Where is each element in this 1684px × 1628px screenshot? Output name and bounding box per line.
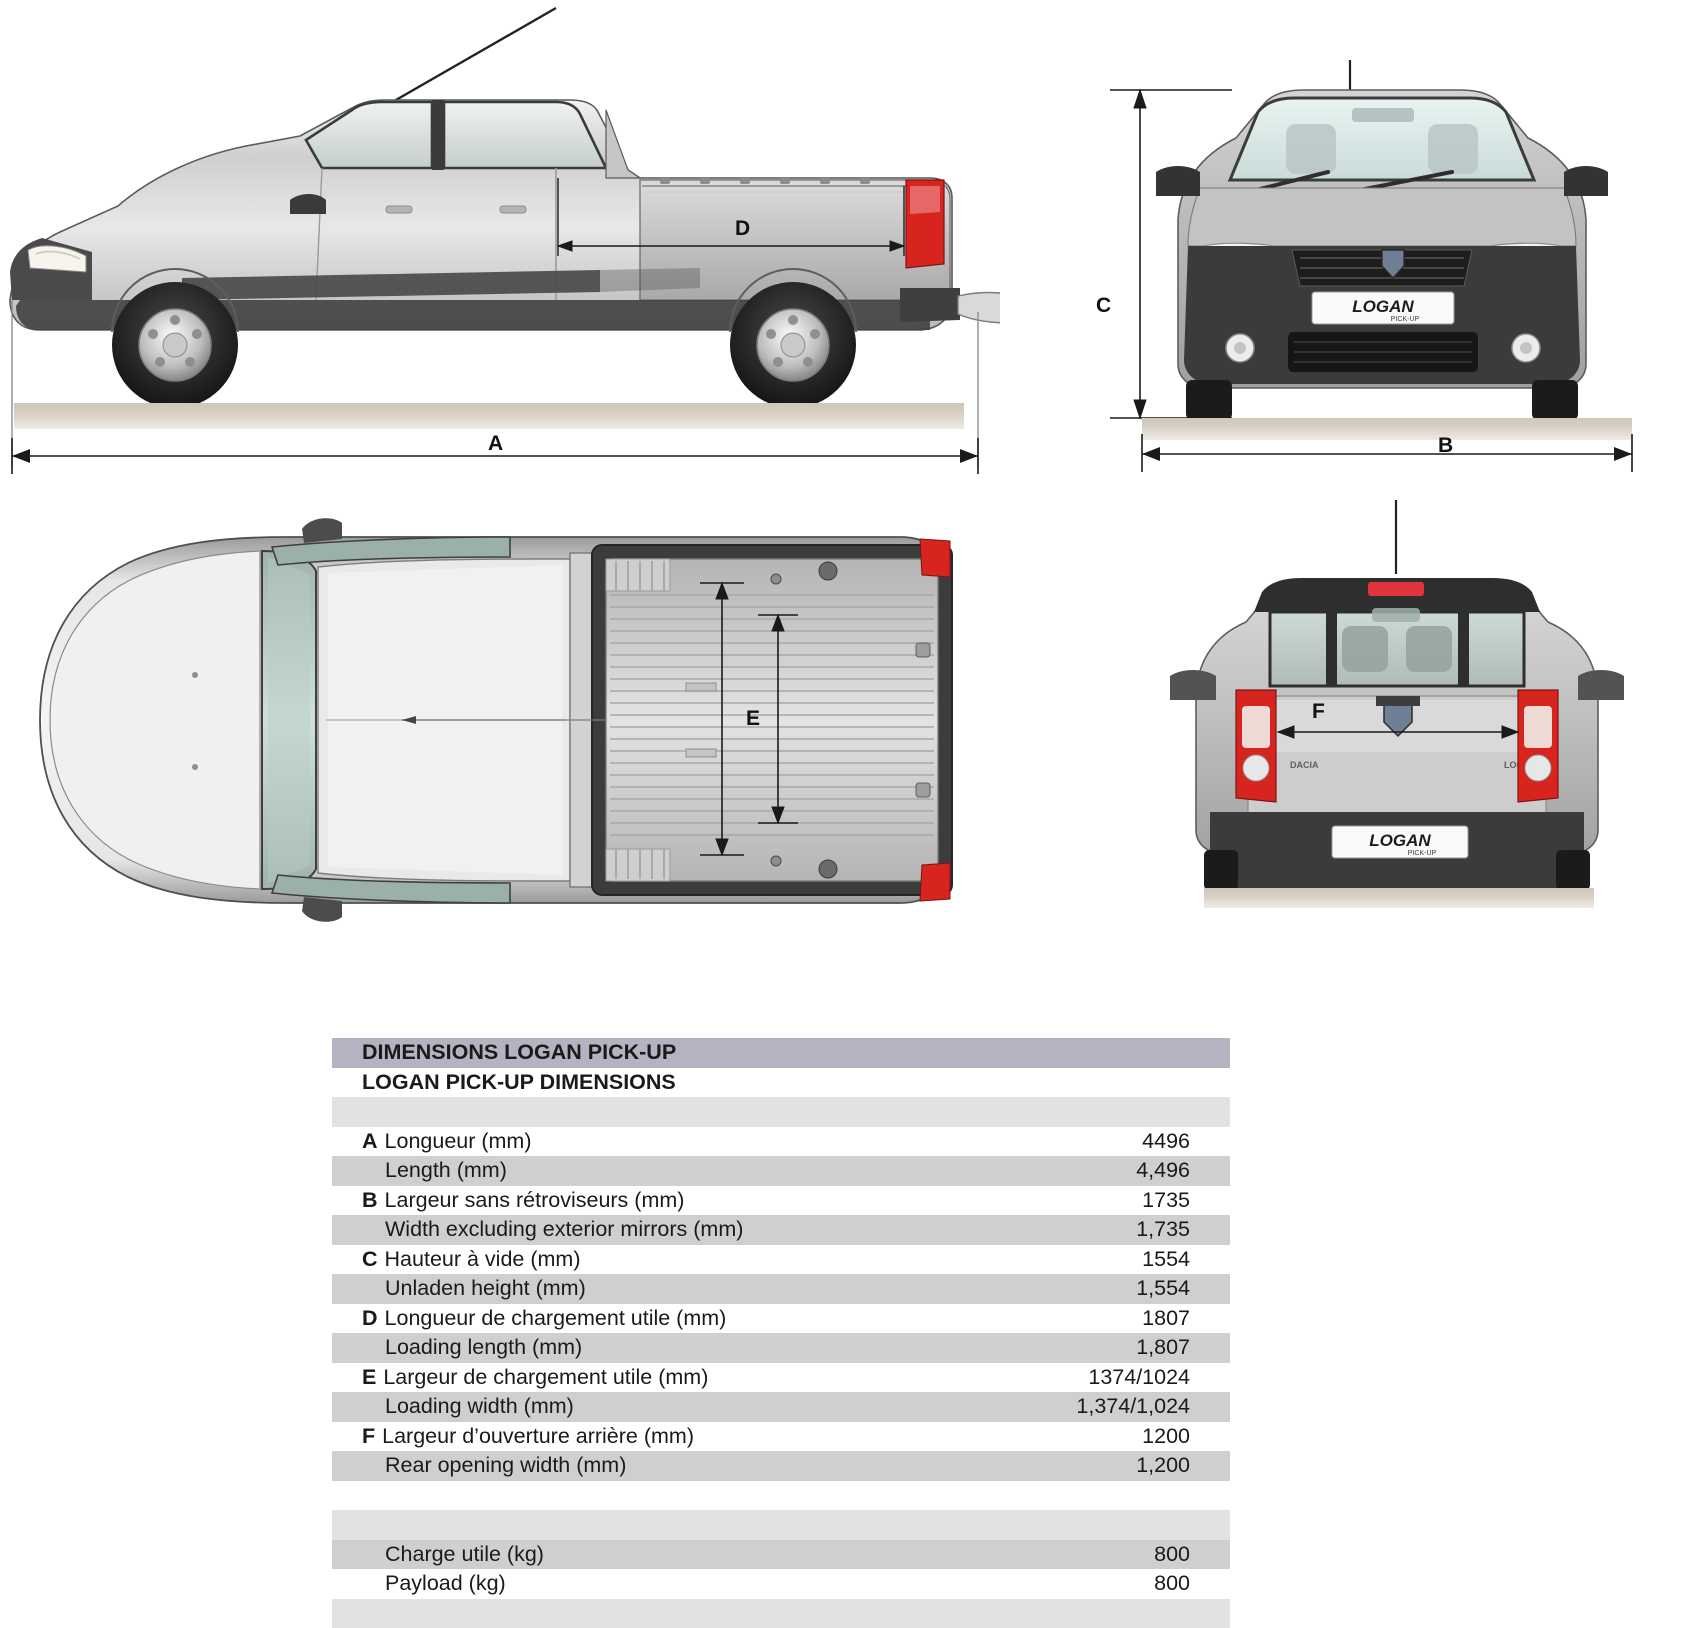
table-title-fr: DIMENSIONS LOGAN PICK-UP [332, 1038, 676, 1068]
table-row-label: Loading length (mm) [332, 1333, 582, 1363]
table-row-value: 1735 [1142, 1186, 1230, 1216]
dimension-label-e: E [746, 707, 761, 731]
table-row-value: 1200 [1142, 1422, 1230, 1452]
table-row: Payload (kg) 800 [332, 1569, 1230, 1599]
table-row: Loading width (mm) 1,374/1,024 [332, 1392, 1230, 1422]
table-row-label: Length (mm) [332, 1156, 507, 1186]
svg-text:PICK-UP: PICK-UP [1391, 316, 1420, 323]
top-view: E [10, 495, 1010, 945]
rear-view-illustration: DACIA LOGAN LOGAN PICK-UP [1100, 500, 1680, 920]
front-view-illustration: LOGAN PICK-UP [1060, 60, 1680, 480]
top-view-illustration [10, 495, 1010, 945]
table-row-label: Width excluding exterior mirrors (mm) [332, 1215, 743, 1245]
dimensions-table: DIMENSIONS LOGAN PICK-UP LOGAN PICK-UP D… [332, 1038, 1230, 1628]
table-title-en-row: LOGAN PICK-UP DIMENSIONS [332, 1068, 1230, 1098]
table-row: Rear opening width (mm) 1,200 [332, 1451, 1230, 1481]
table-spacer-row-mid-b [332, 1510, 1230, 1540]
table-row: Charge utile (kg) 800 [332, 1540, 1230, 1570]
table-row-key: F [362, 1422, 382, 1452]
table-row-label: Loading width (mm) [332, 1392, 574, 1422]
dimension-label-b: B [1438, 434, 1454, 458]
table-row-value: 1554 [1142, 1245, 1230, 1275]
table-row-value: 800 [1154, 1540, 1230, 1570]
dimension-label-a: A [488, 432, 504, 456]
side-view: A D [0, 0, 1000, 480]
table-row-value: 1374/1024 [1088, 1363, 1230, 1393]
table-row: Unladen height (mm) 1,554 [332, 1274, 1230, 1304]
table-row-label: Charge utile (kg) [332, 1540, 544, 1570]
table-row-value: 1,735 [1136, 1215, 1230, 1245]
ground-strip-rear [1204, 888, 1594, 908]
table-row-value: 800 [1154, 1569, 1230, 1599]
table-title-fr-row: DIMENSIONS LOGAN PICK-UP [332, 1038, 1230, 1068]
table-title-en: LOGAN PICK-UP DIMENSIONS [332, 1068, 676, 1098]
table-row-label: Rear opening width (mm) [332, 1451, 626, 1481]
dimension-b-line [1060, 428, 1680, 478]
table-row-value: 1,554 [1136, 1274, 1230, 1304]
table-spacer-row-mid-a [332, 1481, 1230, 1511]
table-row: Length (mm) 4,496 [332, 1156, 1230, 1186]
table-row-value: 4496 [1142, 1127, 1230, 1157]
table-row-value: 4,496 [1136, 1156, 1230, 1186]
table-row-value: 1,200 [1136, 1451, 1230, 1481]
table-row-value: 1,807 [1136, 1333, 1230, 1363]
table-row-key: E [362, 1363, 383, 1393]
ground-strip-side [14, 403, 964, 429]
dimension-label-f: F [1312, 700, 1325, 724]
table-row-key: C [362, 1245, 385, 1275]
table-row-label: Payload (kg) [332, 1569, 506, 1599]
table-row-value: 1,374/1,024 [1076, 1392, 1230, 1422]
front-view: LOGAN PICK-UP C B [1060, 60, 1680, 480]
table-row-value: 1807 [1142, 1304, 1230, 1334]
rear-view: DACIA LOGAN LOGAN PICK-UP [1100, 500, 1680, 920]
dimension-label-d: D [735, 217, 751, 241]
table-row-key: A [362, 1127, 385, 1157]
front-logan-badge-text: LOGAN [1352, 297, 1414, 316]
table-row: Loading length (mm) 1,807 [332, 1333, 1230, 1363]
table-row-label: Unladen height (mm) [332, 1274, 586, 1304]
table-spacer-row-bottom [332, 1599, 1230, 1628]
table-spacer-row-top [332, 1097, 1230, 1127]
svg-text:DACIA: DACIA [1290, 760, 1319, 770]
dimension-label-c: C [1096, 294, 1112, 318]
table-row-key: B [362, 1186, 385, 1216]
rear-logan-badge-text: LOGAN [1369, 831, 1431, 850]
table-row: Width excluding exterior mirrors (mm) 1,7… [332, 1215, 1230, 1245]
svg-text:PICK-UP: PICK-UP [1408, 850, 1437, 857]
table-row-key: D [362, 1304, 385, 1334]
